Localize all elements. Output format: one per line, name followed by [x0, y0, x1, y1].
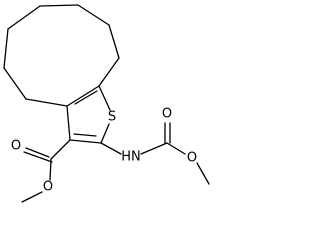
- atom-carbamate-carbonyl-oxygen: O: [162, 107, 172, 122]
- atom-sulfur: S: [108, 110, 116, 125]
- bond: [196, 162, 210, 185]
- bond: [140, 142, 168, 155]
- bond: [49, 158, 52, 181]
- nh-label: HN: [121, 150, 141, 165]
- bond: [25, 98, 68, 107]
- bond: [66, 85, 100, 107]
- bond: [98, 85, 111, 111]
- atom-ester-carbonyl-oxygen: O: [11, 139, 21, 154]
- bond: [50, 139, 71, 160]
- bond: [108, 24, 120, 59]
- bond: [7, 5, 41, 30]
- bond: [66, 105, 71, 141]
- bond: [39, 4, 79, 7]
- bond: [100, 123, 110, 144]
- carbamate-group: [100, 122, 210, 185]
- bond: [3, 67, 27, 100]
- molecule-structure: S O O HN O O: [3, 4, 210, 203]
- bond: [98, 57, 120, 87]
- bond: [77, 4, 110, 26]
- double-bond-inner: [74, 90, 98, 105]
- bond: [69, 139, 102, 144]
- bond: [100, 142, 122, 155]
- carbonyl-double-bond: [23, 151, 53, 163]
- oxygen-label: O: [187, 151, 197, 166]
- bond: [3, 28, 9, 69]
- sulfur-label: S: [108, 110, 116, 125]
- thiophene-ring: [66, 85, 111, 144]
- oxygen-label: O: [11, 139, 21, 154]
- atom-ester-ether-oxygen: O: [43, 180, 53, 195]
- oxygen-label: O: [43, 180, 53, 195]
- oxygen-label: O: [162, 107, 172, 122]
- bond: [166, 142, 186, 155]
- methyl-ester-group: [21, 139, 71, 203]
- bond: [21, 191, 43, 203]
- cyclooctane-ring: [3, 4, 120, 107]
- atom-carbamate-ether-oxygen: O: [187, 151, 197, 166]
- double-bond-inner: [73, 133, 97, 137]
- carbonyl-double-bond: [25, 147, 50, 158]
- atom-nh: HN: [121, 150, 141, 165]
